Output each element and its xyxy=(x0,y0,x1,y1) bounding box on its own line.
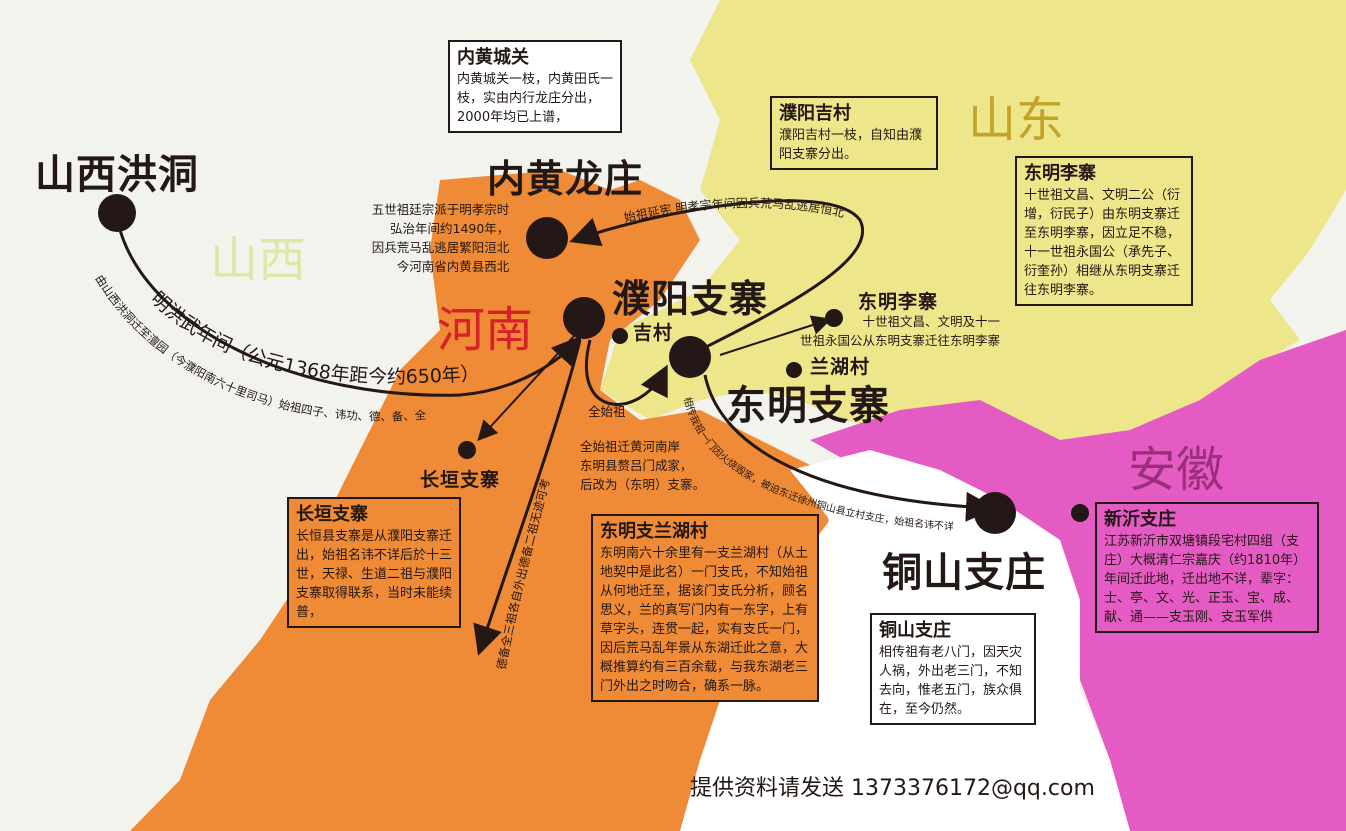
dot-neihuang xyxy=(526,217,568,259)
place-jicun: 吉村 xyxy=(633,322,674,344)
dot-puyang xyxy=(563,297,605,339)
province-henan: 河南 xyxy=(437,302,534,358)
infobox-changyuan: 长垣支寨长恒县支寨是从濮阳支寨迁出，始祖名讳不详后於十三世，天禄、生道二祖与濮阳… xyxy=(287,497,461,628)
infobox-tongshan: 铜山支庄相传祖有老八门，因天灾人祸，外出老三门，不知去向，惟老五门，族众俱在，至… xyxy=(870,613,1036,725)
province-shanxi: 山西 xyxy=(210,232,307,288)
place-dongming: 东明支寨 xyxy=(726,383,890,429)
dot-xinyi xyxy=(1071,504,1089,522)
infobox-lanhu: 东明支兰湖村东明南六十余里有一支兰湖村（从土地契中是此名）一门支氏，不知始祖从何… xyxy=(591,514,819,702)
route-shanxi-puyang xyxy=(118,229,583,397)
route-puyang-dongming xyxy=(584,339,668,406)
infobox-xinyi: 新沂支庄江苏新沂市双塘镇段宅村四组（支庄）大概清仁宗嘉庆（约1810年）年间迁此… xyxy=(1095,502,1319,633)
place-dongming-li: 东明李寨 xyxy=(858,291,939,313)
dot-dongming xyxy=(669,336,711,378)
place-puyang: 濮阳支寨 xyxy=(612,277,769,321)
dot-changyuan xyxy=(458,441,476,459)
dot-hongdong xyxy=(98,194,136,232)
note-dongming-li-move: 十世祖文昌、文明及十一世祖永国公从东明支寨迁往东明李寨 xyxy=(800,314,1001,348)
note-quanshizu-label: 全始祖 xyxy=(588,404,626,419)
note-neihuang-move: 五世祖廷宗派于明孝宗时 弘治年间约1490年， 因兵荒马乱逃居繁阳洹北 今河南省… xyxy=(371,202,510,274)
route-dongming-tongshan xyxy=(703,374,996,522)
place-neihuang: 内黄龙庄 xyxy=(487,157,644,201)
dot-lanhu xyxy=(786,362,802,378)
province-anhui: 安徽 xyxy=(1128,442,1225,498)
dot-jicun xyxy=(612,328,628,344)
infobox-neihuang: 内黄城关内黄城关一枝，内黄田氏一枝，实由内行龙庄分出，2000年均已上谱， xyxy=(448,40,622,133)
place-hongdong: 山西洪洞 xyxy=(35,152,199,198)
route-dongming-li xyxy=(719,315,832,356)
dot-dongming-li xyxy=(825,309,843,327)
route-puyang-south xyxy=(473,339,582,656)
infobox-puyang-jicun: 濮阳吉村濮阳吉村一枝，自知由濮阳支寨分出。 xyxy=(770,96,938,170)
route-dongming-neihuang xyxy=(569,199,864,357)
location-dots xyxy=(98,194,1089,534)
province-shandong: 山东 xyxy=(968,92,1065,148)
place-tongshan: 铜山支庄 xyxy=(882,550,1046,596)
route-puyang-changyuan xyxy=(477,334,576,441)
region-anhui xyxy=(810,330,1346,831)
place-lanhu: 兰湖村 xyxy=(810,356,871,378)
note-quanshizu: 全始祖迁黄河南岸东明县赘吕门成家，后改为（东明）支寨。 xyxy=(580,439,706,492)
place-changyuan: 长垣支寨 xyxy=(420,469,501,491)
dot-tongshan xyxy=(974,492,1016,534)
contact-footer: 提供资料请发送 1373376172@qq.com xyxy=(690,776,1095,801)
infobox-dongming-li: 东明李寨十世祖文昌、文明二公（衍增，衍民子）由东明支寨迁至东明李寨，因立足不稳，… xyxy=(1015,156,1193,306)
